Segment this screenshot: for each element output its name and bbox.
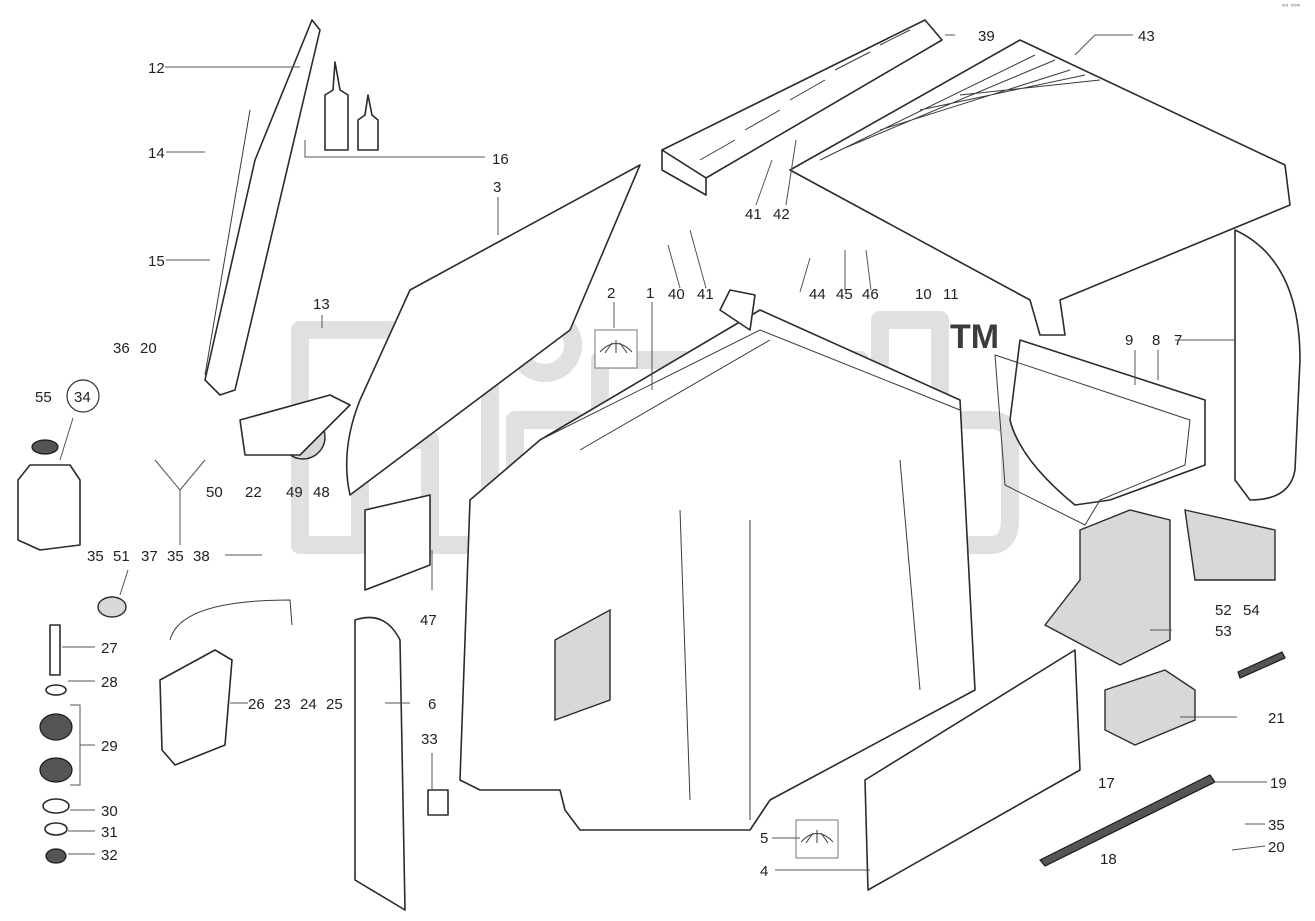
callout-55: 55 [35,389,52,406]
callout-29: 29 [101,738,118,755]
callout-15: 15 [148,253,165,270]
callout-51: 51 [113,548,130,565]
callout-48: 48 [313,484,330,501]
callout-53: 53 [1215,623,1232,640]
callout-20: 20 [1268,839,1285,856]
callout-40: 40 [668,286,685,303]
callout-1: 1 [646,285,654,302]
callout-46: 46 [862,286,879,303]
callout-35: 35 [1268,817,1285,834]
fastener-stack [39,624,73,864]
callout-23: 23 [274,696,291,713]
callout-25: 25 [326,696,343,713]
rear-wiper-blade [1039,774,1216,867]
callout-52: 52 [1215,602,1232,619]
wiper-symbol-icon [795,819,839,859]
callout-38: 38 [193,548,210,565]
door-glass [1234,229,1301,501]
callout-6: 6 [428,696,436,713]
callout-11: 11 [943,286,959,303]
callout-24: 24 [300,696,317,713]
plug [97,596,127,618]
callout-28: 28 [101,674,118,691]
callout-5: 5 [760,830,768,847]
callout-21: 21 [1268,710,1285,727]
wiper-arm [204,19,321,396]
callout-26: 26 [248,696,265,713]
callout-17: 17 [1098,775,1115,792]
callout-50: 50 [206,484,223,501]
roof-rail [661,19,943,196]
callout-35: 35 [87,548,104,565]
callout-41: 41 [745,206,762,223]
callout-54: 54 [1243,602,1260,619]
callout-10: 10 [915,286,932,303]
callout-32: 32 [101,847,118,864]
callout-27: 27 [101,640,118,657]
callout-37: 37 [141,548,158,565]
callout-7: 7 [1174,332,1182,349]
sealant-tubes [324,61,379,151]
callout-13: 13 [313,296,330,313]
callout-31: 31 [101,824,118,841]
callout-43: 43 [1138,28,1155,45]
side-window-glass [345,164,641,496]
callout-labels: 12 14 15 16 3 39 43 41 42 40 41 44 45 46… [35,28,1287,880]
front-glass [994,339,1206,526]
leader-lines [59,34,1267,871]
callout-2: 2 [607,285,615,302]
trim-panel [364,494,431,591]
washer-tank [17,464,81,551]
corner-mark: °° °°° [1282,3,1300,12]
callout-47: 47 [420,612,437,629]
callout-16: 16 [492,151,509,168]
tank-cap [31,439,59,455]
rear-wiper-motor [1104,669,1196,746]
insulation-block [1043,509,1171,666]
block [427,789,449,816]
callout-20: 20 [140,340,157,357]
callout-12: 12 [148,60,165,77]
callout-22: 22 [245,484,262,501]
callout-42: 42 [773,206,790,223]
callout-9: 9 [1125,332,1133,349]
callout-49: 49 [286,484,303,501]
mirror [159,599,293,766]
callout-34: 34 [74,389,91,406]
callout-19: 19 [1270,775,1287,792]
rear-window-glass [864,649,1081,891]
insulation-pad [1184,509,1276,581]
roof-cover [789,39,1291,336]
wiper-symbol-icon [594,329,638,369]
callout-44: 44 [809,286,826,303]
front-wiper-motor [239,394,351,460]
callout-35: 35 [167,548,184,565]
callout-39: 39 [978,28,995,45]
callout-34-circle [66,379,100,413]
strip [1237,651,1286,679]
callout-45: 45 [836,286,853,303]
callout-36: 36 [113,340,130,357]
callout-41: 41 [697,286,714,303]
callout-4: 4 [760,863,768,880]
cab-frame [459,289,976,831]
lower-side-glass [354,616,406,911]
callout-8: 8 [1152,332,1160,349]
callout-30: 30 [101,803,118,820]
trademark-mark: TM [950,318,999,356]
callout-18: 18 [1100,851,1117,868]
callout-3: 3 [493,179,501,196]
callout-33: 33 [421,731,438,748]
callout-14: 14 [148,145,165,162]
